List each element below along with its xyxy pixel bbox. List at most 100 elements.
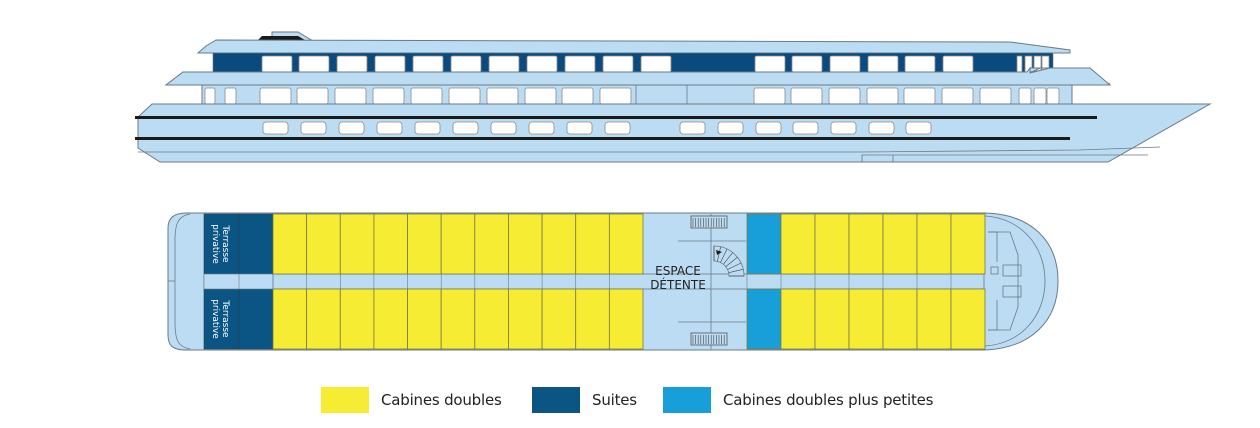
smaller-double-cabins [746,213,782,350]
upper-window [261,55,293,73]
middle-window-small [1033,87,1047,105]
double-cabin [508,288,543,350]
double-cabin [780,288,816,350]
double-cabin [407,213,442,275]
porthole [905,121,932,135]
legend: Cabines doubles Suites Cabines doubles p… [0,386,1260,414]
upper-window-small [1016,55,1023,73]
upper-window [412,55,444,73]
porthole [300,121,327,135]
middle-window [599,87,632,105]
porthole [566,121,593,135]
bow-helm-icon [990,266,999,275]
middle-window [410,87,443,105]
middle-window [448,87,481,105]
double-cabin [474,213,509,275]
suite-cabin [238,288,274,350]
double-cabin [950,288,986,350]
spiral-step [720,248,728,263]
double-cabin [916,213,952,275]
double-cabin [440,288,476,350]
terrace-label-line: privative [210,299,220,339]
middle-window [790,87,823,105]
double-cabin [575,213,610,275]
double-cabin [508,213,543,275]
smaller-double-cabin [746,213,782,275]
porthole [452,121,479,135]
spiral-step [727,262,742,270]
middle-window [903,87,936,105]
porthole [414,121,441,135]
porthole [338,121,365,135]
middle-window [486,87,519,105]
double-cabin [814,213,850,275]
bow-detail [861,154,1148,162]
upper-window [829,55,861,73]
fore-double-cabins [780,213,986,350]
suite-terrace [203,213,240,275]
double-cabin [608,213,644,275]
hull [137,103,1212,163]
stair-frame [690,215,728,229]
middle-window [372,87,405,105]
legend-label: Cabines doubles [381,391,502,409]
porthole [792,121,819,135]
upper-window [904,55,936,73]
lounge-label-line2: DÉTENTE [650,277,706,292]
hull-stripe-lower [135,137,1070,140]
spiral-step [728,269,744,273]
middle-window [296,87,329,105]
middle-deck-roof [164,66,1112,86]
lounge-label-line1: ESPACE [655,264,701,278]
upper-window [942,55,974,73]
legend-swatch-smaller-double-cabins [663,387,711,413]
upper-window [336,55,368,73]
double-cabin [272,288,308,350]
legend-swatch-double-cabins [321,387,369,413]
middle-deck-windows [204,85,1060,105]
porthole [490,121,517,135]
upper-window [564,55,596,73]
double-cabin [407,288,442,350]
double-cabin [882,288,918,350]
spiral-step [717,246,721,262]
porthole [604,121,631,135]
double-cabin [474,288,509,350]
terrace-label: Terrasseprivative [210,224,230,264]
double-cabin [950,213,986,275]
staircase-bottom-icon [690,332,728,346]
middle-window-small [1018,87,1032,105]
double-cabin [541,213,577,275]
porthole [376,121,403,135]
upper-window [791,55,823,73]
suite-cabin [238,213,274,275]
upper-window [374,55,406,73]
porthole [717,121,744,135]
terrace-label-line: Terrasse [220,299,230,338]
double-cabin [373,288,408,350]
terrace-label-line: privative [210,224,220,264]
double-cabin [780,213,816,275]
spiral-step [725,257,738,267]
aft-double-cabins [272,213,644,350]
middle-window [524,87,557,105]
middle-window [941,87,974,105]
middle-window-small [1046,87,1060,105]
suite-corridor [203,273,274,290]
middle-window [979,87,1012,105]
porthole [830,121,857,135]
upper-deck-dark-panel [675,54,727,73]
upper-window [640,55,672,73]
double-cabin [339,213,375,275]
porthole [528,121,555,135]
middle-window-small [224,87,237,105]
middle-window-small [204,87,216,105]
legend-item-double-cabins: Cabines doubles [321,386,502,414]
double-cabin [848,213,884,275]
double-cabin [575,288,610,350]
staircase-top-icon [690,215,728,229]
upper-window [526,55,558,73]
ship-side-view [135,31,1212,163]
